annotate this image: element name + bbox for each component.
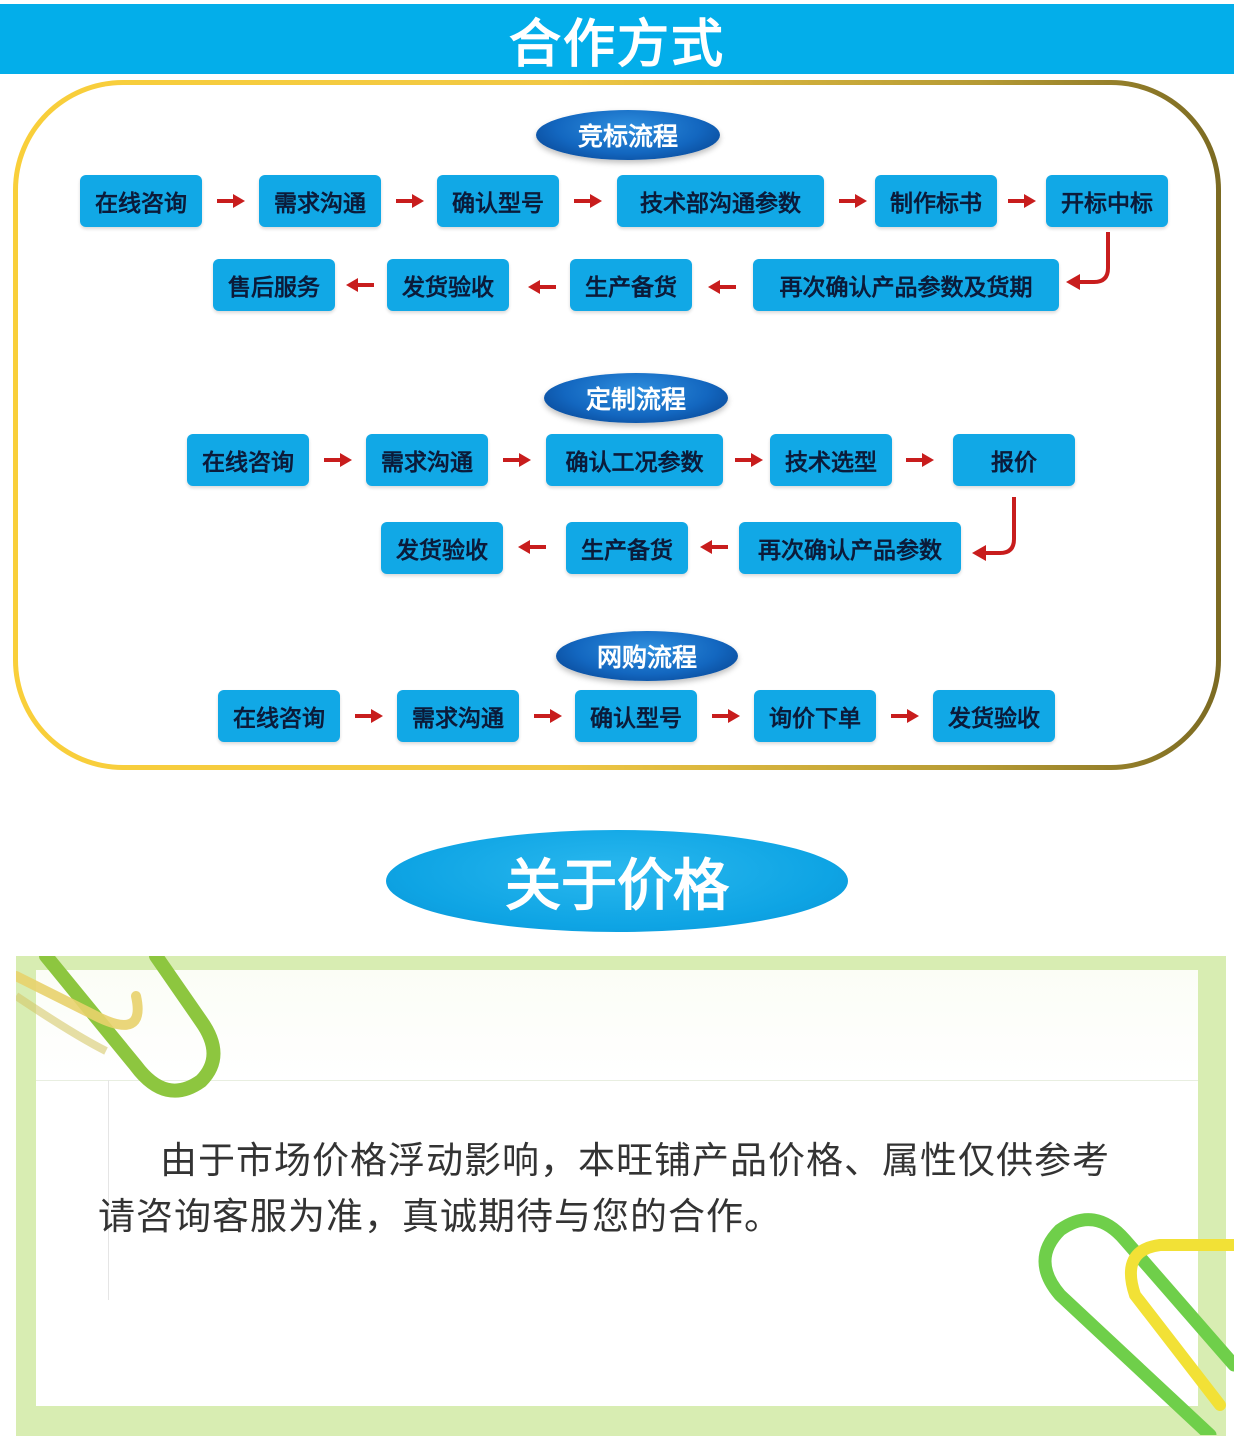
arrow-right-icon [574,194,602,208]
custom-step-8: 发货验收 [381,522,503,574]
cooperation-banner: 合作方式 [0,4,1234,75]
bidding-step-8: 生产备货 [570,259,692,311]
bidding-step-1: 在线咨询 [80,175,202,227]
price-section-title: 关于价格 [386,830,848,932]
arrow-right-icon [324,453,352,467]
note-margin-line [108,1080,109,1300]
custom-step-6: 再次确认产品参数 [739,522,961,574]
custom-step-4: 技术选型 [770,434,892,486]
custom-step-7: 生产备货 [566,522,688,574]
custom-step-1: 在线咨询 [187,434,309,486]
online-step-1: 在线咨询 [218,690,340,742]
online-step-3: 确认型号 [575,690,697,742]
arrow-left-icon [518,540,546,554]
arrow-right-icon [355,709,383,723]
online-step-5: 发货验收 [933,690,1055,742]
bidding-process-title: 竞标流程 [536,110,720,160]
arrow-right-icon [1008,194,1036,208]
custom-step-2: 需求沟通 [366,434,488,486]
arrow-right-icon [534,709,562,723]
online-process-title: 网购流程 [556,631,738,681]
price-title-text: 关于价格 [505,853,729,919]
price-note-text: 由于市场价格浮动影响，本旺铺产品价格、属性仅供参考 请咨询客服为准，真诚期待与您… [80,1133,1190,1245]
note-line-2: 请咨询客服为准，真诚期待与您的合作。 [98,1195,782,1238]
arrow-left-icon [528,280,556,294]
cooperation-title: 合作方式 [508,14,725,75]
arrow-right-icon [503,453,531,467]
paper-clip-icon [16,956,221,1098]
bidding-step-5: 制作标书 [875,175,997,227]
custom-process-title: 定制流程 [544,373,728,423]
arrow-left-icon [700,540,728,554]
bidding-step-7: 再次确认产品参数及货期 [753,259,1059,311]
arrow-left-icon [708,280,736,294]
turn-down-left-icon [1066,232,1110,290]
turn-down-left-icon [972,497,1016,561]
custom-step-5: 报价 [953,434,1075,486]
paper-clip-icon [1038,1213,1234,1435]
arrow-right-icon [735,453,763,467]
bidding-step-6: 开标中标 [1046,175,1168,227]
online-step-2: 需求沟通 [397,690,519,742]
bidding-step-2: 需求沟通 [259,175,381,227]
arrow-right-icon [891,709,919,723]
note-paper [36,970,1198,1406]
arrow-right-icon [906,453,934,467]
custom-step-3: 确认工况参数 [546,434,723,486]
bidding-step-9: 发货验收 [387,259,509,311]
arrow-left-icon [346,278,374,292]
online-step-4: 询价下单 [754,690,876,742]
note-line-1: 由于市场价格浮动影响，本旺铺产品价格、属性仅供参考 [160,1139,1110,1182]
bidding-step-10: 售后服务 [213,259,335,311]
bidding-step-4: 技术部沟通参数 [617,175,824,227]
arrow-right-icon [217,194,245,208]
bidding-step-3: 确认型号 [437,175,559,227]
price-note-card [16,956,1226,1436]
note-header-band [36,970,1198,1081]
arrow-right-icon [839,194,867,208]
arrow-right-icon [712,709,740,723]
arrow-right-icon [396,194,424,208]
